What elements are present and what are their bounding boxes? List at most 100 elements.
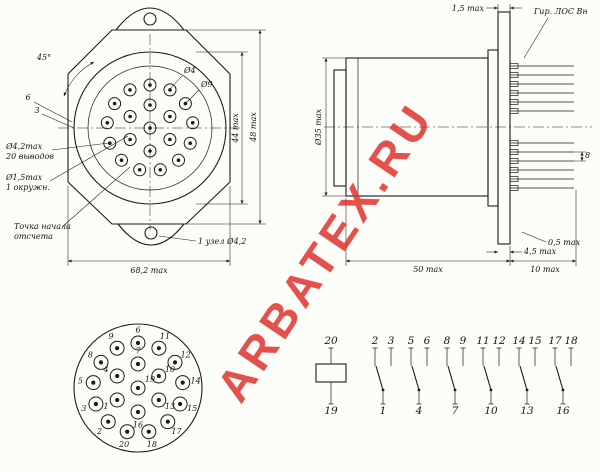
body-end-cap: [333, 69, 347, 187]
bottom-ear: [117, 223, 185, 246]
pin-center: [188, 141, 192, 145]
pin: [119, 424, 135, 440]
pin: [85, 375, 101, 391]
pin-center: [146, 429, 151, 434]
case-inner-circle: [87, 65, 213, 191]
pin-center: [128, 137, 132, 142]
pin: [151, 368, 167, 384]
pin: [143, 121, 157, 135]
pin-insulator: [509, 99, 519, 105]
case-outer-circle: [73, 51, 227, 205]
top-mount-hole: [143, 12, 157, 26]
pin: [153, 163, 167, 177]
contact-blade: [483, 365, 492, 391]
ring-dia-label: Ø9: [200, 80, 213, 89]
contact-blade: [447, 365, 456, 391]
pin: [143, 98, 157, 112]
schematic-pin-number: 1: [380, 405, 387, 417]
pin-center: [156, 373, 161, 379]
pin: [123, 133, 137, 146]
pin-number: 8: [88, 351, 93, 360]
pin-insulator: [509, 63, 519, 69]
pin-center: [137, 168, 142, 172]
ref-point-label2: отсчета: [14, 232, 53, 241]
pin-center: [158, 168, 163, 172]
side-view-pins: [509, 63, 574, 191]
pin: [108, 97, 122, 111]
pin-number: 18: [147, 440, 157, 449]
pin-center: [135, 409, 141, 415]
schematic-pin-number: 6: [424, 335, 431, 347]
pin-insulator: [509, 185, 519, 191]
pin-center: [148, 126, 152, 130]
pin-number: 9: [108, 332, 113, 341]
schematic-pin-number: 12: [492, 335, 506, 347]
pin: [115, 153, 128, 167]
pin: [151, 340, 167, 356]
pin-center: [108, 141, 112, 145]
pin-insulator: [509, 158, 519, 164]
pin-center: [135, 385, 141, 391]
mounting-plate: [497, 11, 511, 245]
contact-terminals: [372, 347, 394, 405]
pin: [141, 424, 157, 440]
pin-number: 10: [165, 365, 175, 374]
height-dim-label2: 48 max: [249, 112, 258, 143]
pin-circle-label: 1 окружн.: [6, 183, 50, 192]
tick-label: 6: [25, 93, 30, 102]
pin-number: 5: [78, 377, 83, 386]
node-label: 1 узел Ø4,2: [198, 237, 246, 246]
pin-number: 19: [145, 375, 155, 384]
contact-terminals: [516, 347, 538, 405]
pin-number: 6: [135, 326, 140, 335]
pin-insulator: [509, 108, 519, 114]
ref-point-label: Точка начала: [14, 222, 71, 231]
schematic-pin-number: 10: [484, 405, 498, 417]
width-dim-label: 68,2 max: [130, 266, 168, 275]
contact-blade: [555, 365, 564, 391]
pin-number: 7: [135, 347, 141, 356]
pin-center: [156, 397, 161, 403]
pin-center: [135, 361, 141, 367]
schematic-pin-number: 3: [388, 335, 395, 347]
pin-number: 17: [171, 427, 182, 436]
pin: [133, 163, 147, 177]
coil-pin-bottom: 19: [324, 405, 338, 417]
contact-terminals: [480, 347, 502, 405]
pinout-outline: [73, 323, 203, 453]
pin-seat-label: 4,5 max: [523, 247, 557, 256]
lead-count-label: 20 выводов: [5, 152, 54, 161]
pin-dia2-label: Ø1,5max: [5, 173, 43, 182]
contact-pivot: [453, 388, 457, 392]
contact-terminals: [444, 347, 466, 405]
lead-dia-label: Ø4,2max: [5, 142, 43, 151]
pin-center: [112, 101, 117, 106]
pin: [167, 354, 183, 370]
contact-pivot: [561, 388, 565, 392]
contact-blade: [375, 365, 384, 391]
pin: [163, 83, 177, 97]
pin: [143, 144, 157, 158]
pin-insulator: [509, 140, 519, 146]
pin: [163, 110, 177, 123]
pin: [100, 116, 114, 130]
front-view: 45° 6 3 Ø4 Ø9 Ø4,2max 20 выводов Ø1,5max…: [5, 7, 266, 275]
pin-center: [168, 137, 172, 142]
coil-pin-top: 20: [323, 335, 338, 347]
schematic-pin-number: 11: [476, 335, 489, 347]
pin: [172, 153, 185, 167]
pin: [151, 392, 167, 408]
height-dim-label: 44 max: [231, 113, 240, 144]
top-ear: [115, 7, 185, 31]
side-view: 1,5 max Гир. ЛОС Вн Ø35 max 4,5 max 0,5 …: [314, 4, 592, 274]
pin: [130, 356, 146, 372]
pin: [130, 335, 146, 351]
pin-insulator: [509, 72, 519, 78]
tick-label: 3: [34, 106, 39, 115]
pin: [172, 396, 188, 412]
pin: [109, 340, 125, 356]
